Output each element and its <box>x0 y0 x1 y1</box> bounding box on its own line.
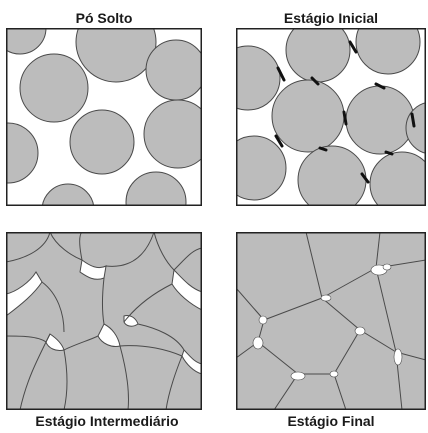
sinter-neck <box>276 66 286 82</box>
pore <box>320 294 332 302</box>
grain-boundary <box>6 335 47 343</box>
grain-boundary <box>236 287 265 321</box>
pore <box>181 349 202 375</box>
particle <box>125 171 187 206</box>
pore <box>171 268 202 311</box>
sinter-neck <box>384 150 394 156</box>
particle <box>143 99 202 169</box>
grain-boundary <box>359 329 397 353</box>
pore <box>393 348 403 366</box>
grain-boundary <box>333 329 361 375</box>
grain-boundary <box>63 349 68 410</box>
grain-boundary <box>137 323 185 351</box>
panel-title-intermediate-stage: Estágio Intermediário <box>35 413 179 429</box>
panel-intermediate-stage <box>6 232 202 410</box>
particle <box>355 28 421 75</box>
particle <box>6 28 47 55</box>
sinter-neck <box>360 172 370 184</box>
particle <box>6 122 39 184</box>
panel-frame <box>236 232 426 410</box>
sinter-neck <box>274 134 284 148</box>
grain-boundary <box>165 355 183 410</box>
grain-boundary <box>375 232 381 269</box>
sinter-neck <box>318 146 328 152</box>
grain-boundary <box>105 232 155 267</box>
particle <box>41 183 95 206</box>
panel-loose-powder <box>6 28 202 206</box>
panel-title-loose-powder: Pó Solto <box>75 10 133 26</box>
panel-final-stage <box>236 232 426 410</box>
grain-boundary <box>273 373 299 410</box>
sinter-neck <box>348 40 358 54</box>
pore <box>290 371 306 381</box>
panel-title-initial-stage: Estágio Inicial <box>283 10 379 26</box>
sinter-neck <box>342 110 348 126</box>
particle <box>75 28 157 83</box>
grain-boundary <box>102 277 105 325</box>
grain-boundary <box>123 283 173 323</box>
initial-stage-diagram <box>236 28 426 206</box>
sinter-neck <box>310 76 320 86</box>
grain-boundary <box>263 297 323 321</box>
grain-boundary <box>321 267 377 299</box>
panel-frame <box>6 232 202 410</box>
panel-frame <box>236 28 426 206</box>
pore <box>354 326 366 336</box>
grain-boundary <box>19 333 51 410</box>
sinter-neck <box>410 112 416 128</box>
particle <box>236 45 281 111</box>
pore <box>252 336 264 350</box>
panel-title-final-stage: Estágio Final <box>287 413 375 429</box>
particle <box>345 85 415 155</box>
grain-boundary <box>257 341 299 375</box>
panel-frame <box>6 28 202 206</box>
particle <box>369 151 426 206</box>
particle <box>236 135 287 201</box>
pore <box>97 323 121 347</box>
grain-boundary <box>333 373 347 410</box>
pore <box>382 263 392 271</box>
grain-boundary <box>375 267 397 353</box>
grain-boundary <box>6 232 51 263</box>
grain-boundary <box>305 232 323 299</box>
grain-boundary <box>153 232 175 271</box>
particle <box>69 109 135 175</box>
grain-boundary <box>119 345 129 410</box>
intermediate-stage-diagram <box>6 232 202 410</box>
grain-boundary <box>321 297 361 331</box>
sinter-neck <box>374 82 386 90</box>
grain-boundary <box>119 345 183 357</box>
particle <box>19 53 89 123</box>
grain-boundary <box>41 281 65 333</box>
particle <box>145 39 202 101</box>
panel-initial-stage <box>236 28 426 206</box>
particle <box>271 79 345 153</box>
grain-boundary <box>49 232 83 261</box>
loose-powder-diagram <box>6 28 202 206</box>
grain-boundary <box>63 335 99 351</box>
final-stage-diagram <box>236 232 426 410</box>
pore <box>258 315 268 325</box>
grain-boundary <box>173 247 202 271</box>
pore <box>329 370 339 378</box>
